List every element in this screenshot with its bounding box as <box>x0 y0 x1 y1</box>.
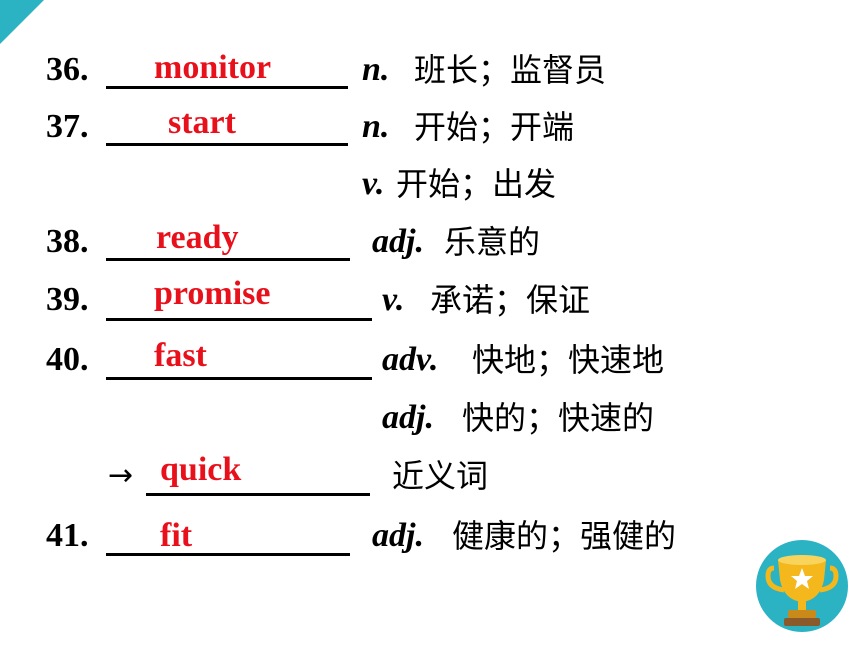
part-of-speech: v. <box>382 281 405 318</box>
answer-blank <box>106 143 348 146</box>
part-of-speech: adj. <box>372 223 424 260</box>
part-of-speech: adv. <box>382 341 439 378</box>
answer-blank <box>106 553 350 556</box>
answer-blank <box>106 318 372 321</box>
answer-text: start <box>168 104 236 141</box>
part-of-speech: adj. <box>372 517 424 554</box>
answer-text: quick <box>160 451 242 488</box>
entry-number: 40. <box>46 341 89 378</box>
answer-text: fit <box>160 517 193 554</box>
answer-blank <box>106 86 348 89</box>
answer-text: promise <box>154 275 271 312</box>
answer-text: monitor <box>154 49 272 86</box>
arrow-icon: → <box>108 458 134 493</box>
corner-decoration <box>0 0 44 44</box>
answer-text: ready <box>156 219 239 256</box>
meaning-text: 承诺；保证 <box>430 281 591 319</box>
meaning-text: 快地；快速地 <box>472 341 665 379</box>
meaning-text: 开始；出发 <box>396 165 557 203</box>
entry-number: 36. <box>46 51 89 88</box>
meaning-text: 健康的；强健的 <box>452 517 677 555</box>
meaning-text: 近义词 <box>392 457 489 495</box>
part-of-speech: v. <box>362 165 385 202</box>
answer-blank <box>146 493 370 496</box>
answer-blank <box>106 258 350 261</box>
part-of-speech: n. <box>362 108 390 145</box>
meaning-text: 乐意的 <box>444 223 541 261</box>
entry-number: 41. <box>46 517 89 554</box>
meaning-text: 快的；快速的 <box>462 399 655 437</box>
part-of-speech: adj. <box>382 399 434 436</box>
answer-text: fast <box>154 337 207 374</box>
meaning-text: 开始；开端 <box>414 108 575 146</box>
meaning-text: 班长；监督员 <box>414 51 607 89</box>
entry-number: 38. <box>46 223 89 260</box>
entry-number: 39. <box>46 281 89 318</box>
part-of-speech: n. <box>362 51 390 88</box>
entry-number: 37. <box>46 108 89 145</box>
answer-blank <box>106 377 372 380</box>
trophy-icon <box>756 540 848 632</box>
